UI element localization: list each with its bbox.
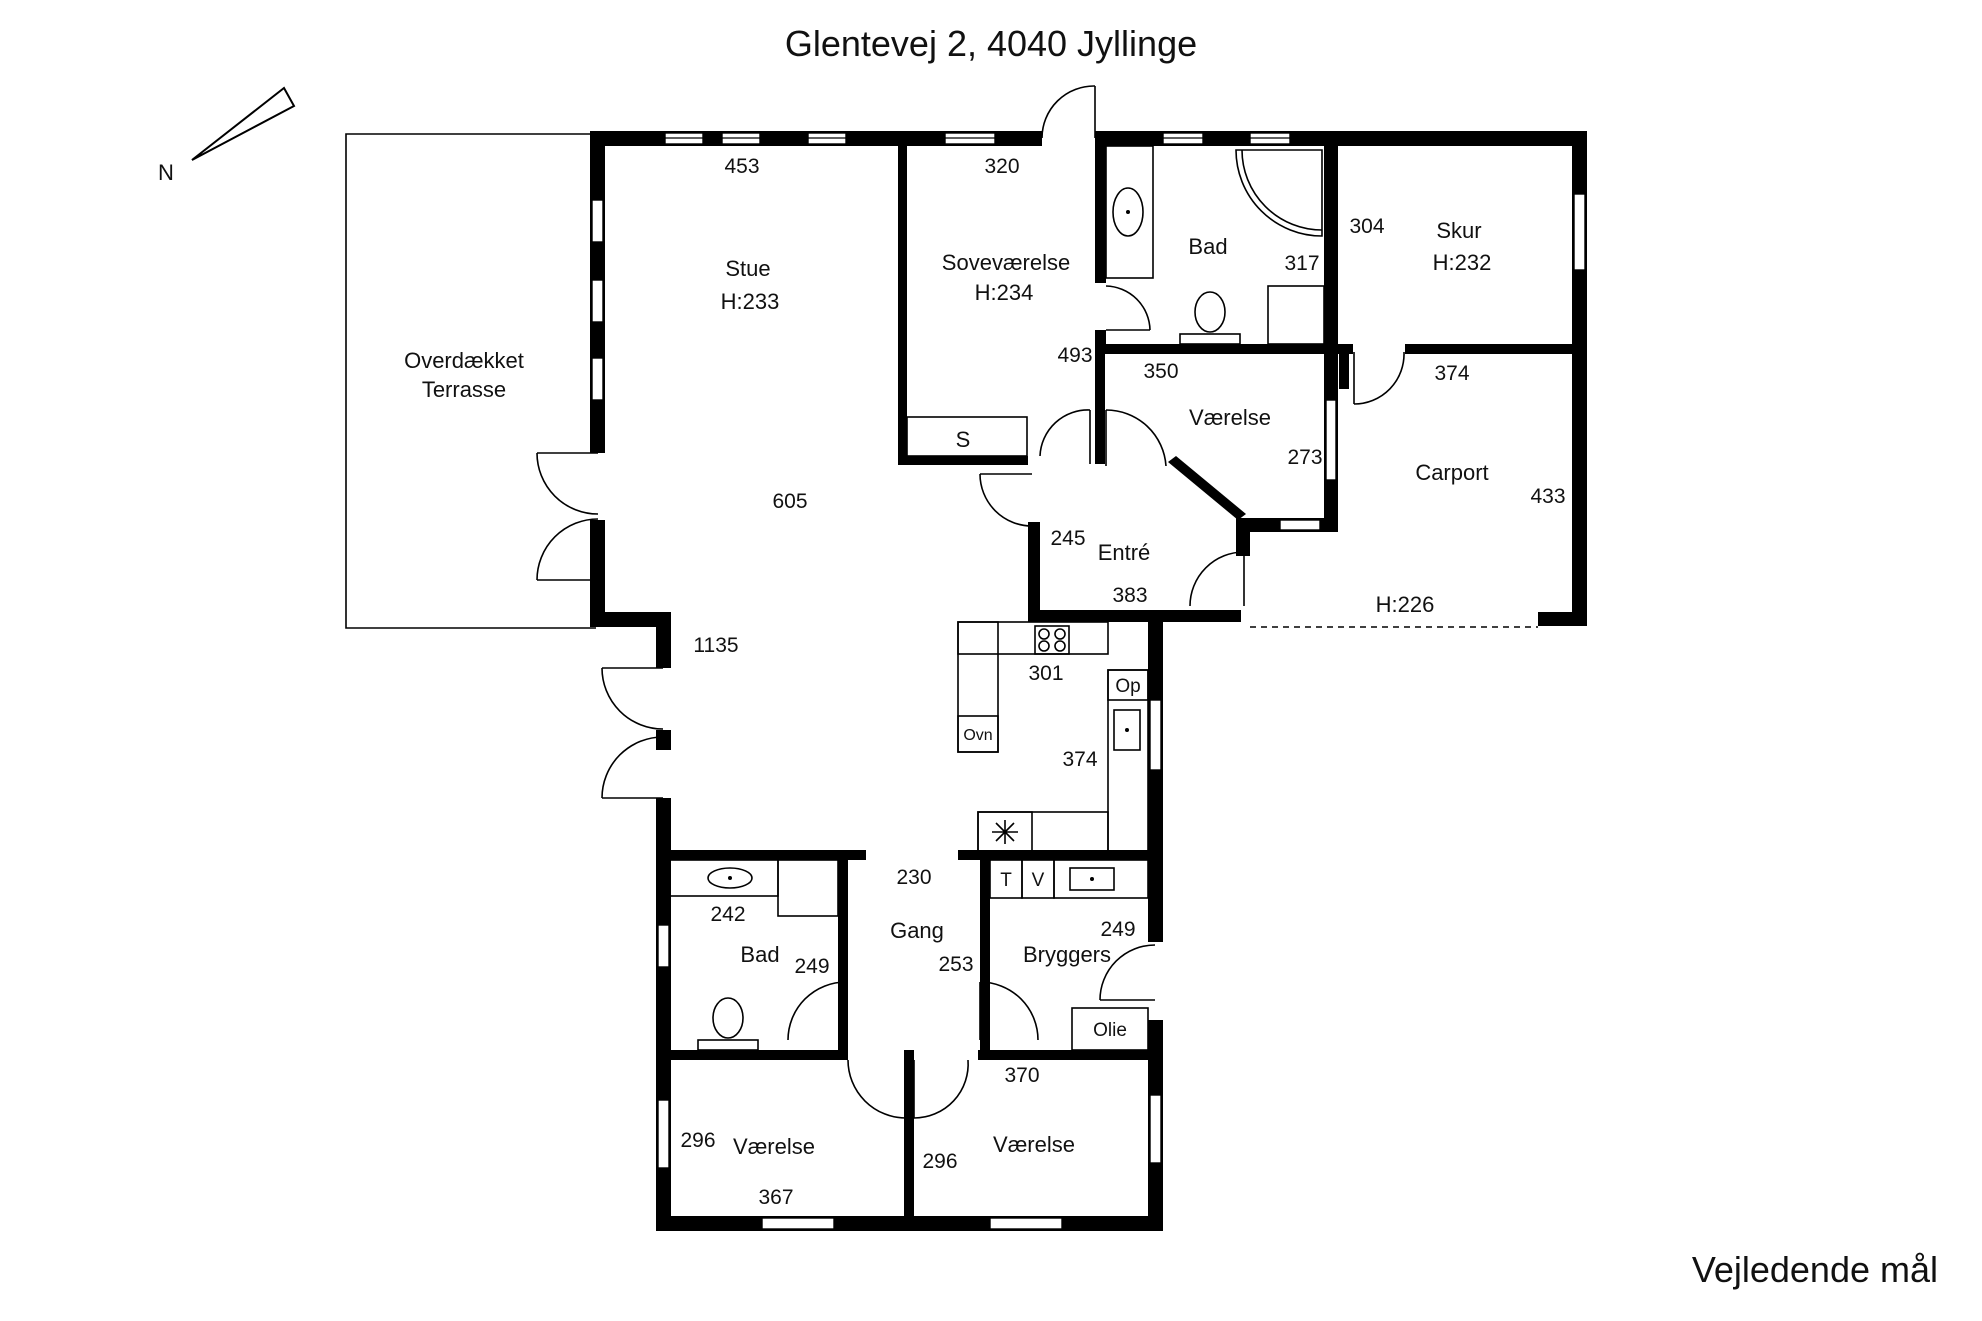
north-label: N (158, 160, 174, 185)
doors (536, 85, 1405, 1119)
footer-note: Vejledende mål (1692, 1249, 1938, 1290)
north-arrow-icon (191, 86, 296, 161)
stue-height: H:233 (721, 289, 780, 314)
vaerelse2-label: Værelse (733, 1134, 815, 1159)
skur-height: H:232 (1433, 250, 1492, 275)
dim-370: 370 (1004, 1064, 1039, 1087)
sove-label: Soveværelse (942, 250, 1070, 275)
terrace-label-1: Overdækket (404, 348, 524, 373)
dim-301: 301 (1028, 662, 1063, 685)
terrace-outline (345, 133, 596, 629)
plan-title: Glentevej 2, 4040 Jyllinge (785, 23, 1197, 64)
carport-height: H:226 (1376, 592, 1435, 617)
v-label: V (1032, 870, 1045, 891)
dim-605: 605 (772, 490, 807, 513)
dim-433: 433 (1530, 485, 1565, 508)
dim-374-a: 374 (1434, 362, 1469, 385)
dim-245: 245 (1050, 527, 1085, 550)
dim-320: 320 (984, 155, 1019, 178)
dim-374-b: 374 (1062, 748, 1097, 771)
dim-383: 383 (1112, 584, 1147, 607)
terrace-label-2: Terrasse (422, 377, 506, 402)
dim-296-a: 296 (680, 1129, 715, 1152)
dim-296-b: 296 (922, 1150, 957, 1173)
dim-230: 230 (896, 866, 931, 889)
dim-317: 317 (1284, 252, 1319, 275)
dim-1135: 1135 (693, 634, 738, 657)
vaerelse1-label: Værelse (1189, 405, 1271, 430)
dim-249-b: 249 (1100, 918, 1135, 941)
bryggers-label: Bryggers (1023, 942, 1111, 967)
sove-height: H:234 (975, 280, 1034, 305)
skur-label: Skur (1436, 218, 1481, 243)
bad1-label: Bad (1188, 234, 1227, 259)
stue-label: Stue (725, 256, 770, 281)
t-label: T (1000, 870, 1012, 891)
op-label: Op (1115, 676, 1140, 697)
dim-253: 253 (938, 953, 973, 976)
dim-367: 367 (758, 1186, 793, 1209)
entre-label: Entré (1098, 540, 1151, 565)
dim-493: 493 (1057, 344, 1092, 367)
carport-label: Carport (1415, 460, 1488, 485)
dim-453: 453 (724, 155, 759, 178)
dim-304: 304 (1349, 215, 1384, 238)
olie-label: Olie (1093, 1020, 1127, 1041)
dim-249-a: 249 (794, 955, 829, 978)
bad2-label: Bad (740, 942, 779, 967)
wardrobe-label: S (956, 427, 971, 452)
oven-label: Ovn (963, 727, 992, 744)
vaerelse3-label: Værelse (993, 1132, 1075, 1157)
fixtures (667, 145, 1325, 1051)
windows (591, 132, 1586, 1230)
gang-label: Gang (890, 918, 944, 943)
dim-242: 242 (710, 903, 745, 926)
dim-273: 273 (1287, 446, 1322, 469)
dim-350: 350 (1143, 360, 1178, 383)
